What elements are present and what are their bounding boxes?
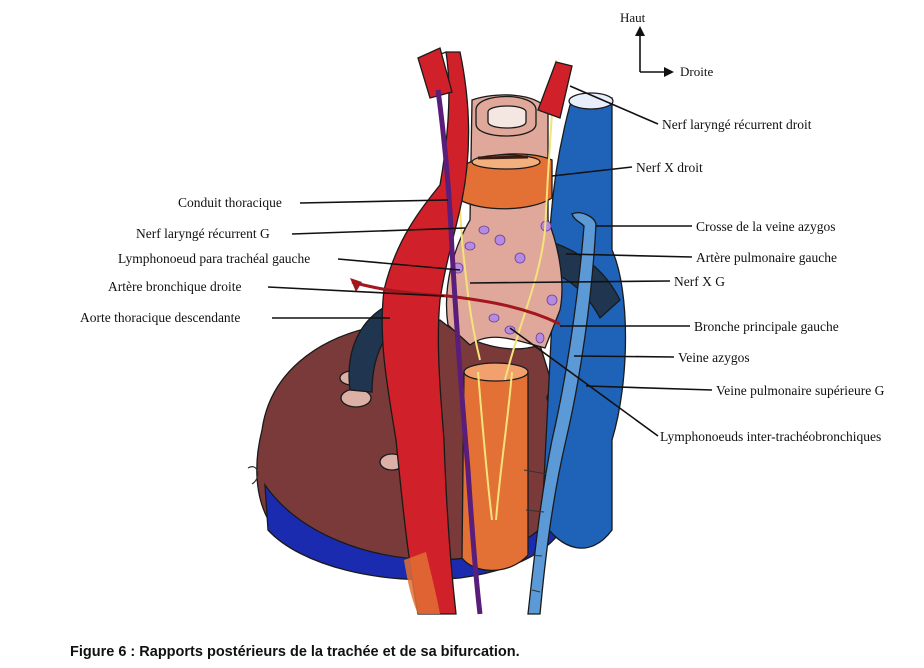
nerves [449, 59, 557, 521]
right-label: Droite [680, 64, 713, 79]
label-artere-bronchique-droite: Artère bronchique droite [108, 279, 241, 294]
label-nerf-x-droit: Nerf X droit [636, 160, 703, 175]
label-lymphonoeud-para-tracheal: Lymphonoeud para trachéal gauche [118, 251, 310, 266]
label-lymphonoeuds-inter-tracheobronchiques: Lymphonoeuds inter-trachéobronchiques [660, 429, 881, 444]
label-conduit-thoracique: Conduit thoracique [178, 195, 282, 210]
label-bronche-principale-gauche: Bronche principale gauche [694, 319, 839, 334]
up-arrow-icon [635, 26, 645, 36]
label-nerf-laryng-recurrent-droit: Nerf laryngé récurrent droit [662, 117, 812, 132]
right-arrow-icon [664, 67, 674, 77]
leader-lines [267, 85, 713, 437]
lymph-nodes [452, 220, 558, 344]
azygos-vein [523, 212, 597, 615]
label-artere-pulmonaire-gauche: Artère pulmonaire gauche [696, 250, 837, 265]
thoracic-duct [435, 89, 483, 615]
label-veine-pulmonaire-sup-g: Veine pulmonaire supérieure G [716, 383, 885, 398]
label-nerf-x-g: Nerf X G [674, 274, 725, 289]
label-aorte-thoracique: Aorte thoracique descendante [80, 310, 240, 325]
figure-caption: Figure 6 : Rapports postérieurs de la tr… [70, 644, 520, 660]
up-label: Haut [620, 10, 646, 25]
label-nerf-laryng-recurrent-g: Nerf laryngé récurrent G [136, 226, 270, 241]
esophagus-lower [461, 362, 529, 572]
label-crosse-veine-azygos: Crosse de la veine azygos [696, 219, 835, 234]
orientation-indicator: Haut Droite [620, 10, 713, 79]
illustration [247, 47, 627, 615]
labels: Conduit thoracique Nerf laryngé récurren… [80, 117, 885, 444]
label-veine-azygos: Veine azygos [678, 350, 750, 365]
